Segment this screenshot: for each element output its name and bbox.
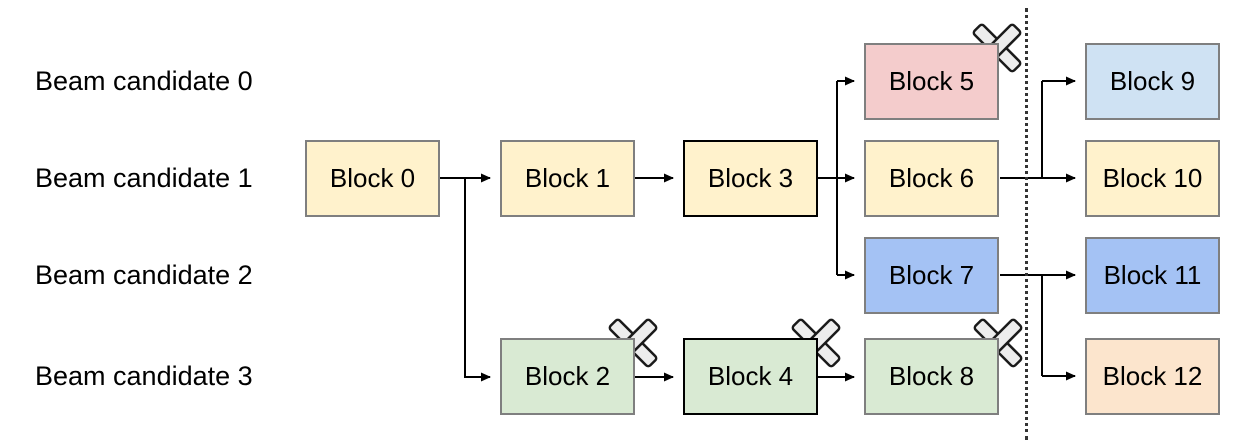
- block-1: Block 1: [500, 140, 635, 217]
- arrow-block0-block2: [464, 178, 491, 382]
- generation-step-divider: [1025, 8, 1028, 440]
- beam-candidate-2-label: Beam candidate 2: [35, 260, 253, 290]
- block-3: Block 3: [683, 140, 818, 217]
- beam-candidate-1-label: Beam candidate 1: [35, 163, 253, 193]
- beam-candidate-3-label: Beam candidate 3: [35, 361, 253, 391]
- block-5: Block 5: [864, 43, 999, 120]
- block-10: Block 10: [1085, 140, 1220, 217]
- block-2: Block 2: [500, 338, 635, 415]
- block-8: Block 8: [864, 338, 999, 415]
- block-0: Block 0: [305, 140, 440, 217]
- block-9: Block 9: [1085, 43, 1220, 120]
- block-7: Block 7: [864, 237, 999, 314]
- block-11: Block 11: [1085, 237, 1220, 314]
- block-6: Block 6: [864, 140, 999, 217]
- connector-lines: [440, 76, 1076, 382]
- beam-candidate-0-label: Beam candidate 0: [35, 66, 253, 96]
- block-12: Block 12: [1085, 338, 1220, 415]
- block-4: Block 4: [683, 338, 818, 415]
